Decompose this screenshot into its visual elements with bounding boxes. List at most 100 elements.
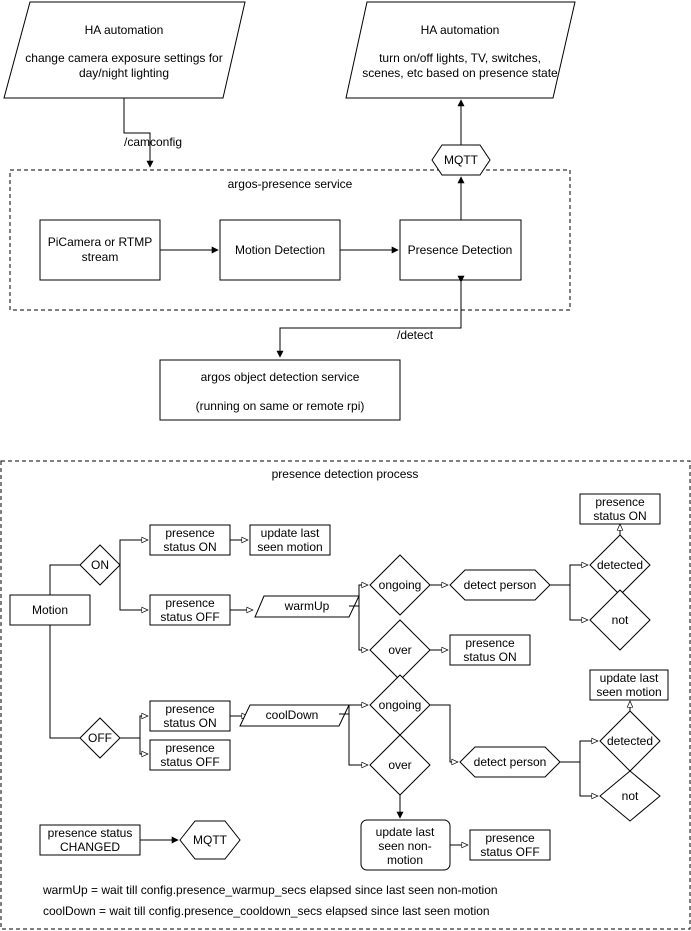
pres-on-3-line1: presence bbox=[165, 702, 215, 716]
off-label: OFF bbox=[88, 731, 112, 745]
detect-person-2-label: detect person bbox=[474, 755, 547, 769]
changed-line1: presence status bbox=[48, 826, 133, 840]
detect-person-1-node: detect person bbox=[449, 569, 551, 601]
ha-automation-lights-node: HA automation turn on/off lights, TV, sw… bbox=[345, 1, 576, 99]
off-decision: OFF bbox=[79, 717, 121, 759]
pres-on-1-line1: presence bbox=[165, 526, 215, 540]
mqtt-bottom-label: MQTT bbox=[193, 833, 228, 847]
motion-to-off-edge bbox=[49, 625, 80, 739]
picamera-line2: stream bbox=[82, 250, 119, 264]
presence-off-1-node: presence status OFF bbox=[149, 594, 231, 626]
detected-2-label: detected bbox=[607, 734, 653, 748]
mqtt-top-label: MQTT bbox=[444, 153, 479, 167]
pres-on-1-line2: status ON bbox=[163, 540, 216, 554]
update-2-line2: seen motion bbox=[596, 685, 661, 699]
presence-detection-label: Presence Detection bbox=[408, 243, 513, 257]
presence-on-3-node: presence status ON bbox=[149, 700, 231, 732]
pres-off-3-line1: presence bbox=[165, 741, 215, 755]
detected-1-decision: detected bbox=[589, 534, 651, 596]
object-service-line1: argos object detection service bbox=[201, 370, 360, 384]
off-to-pres-on-edge bbox=[120, 716, 148, 739]
motion-label: Motion bbox=[32, 603, 68, 617]
off-to-pres-off-edge bbox=[139, 738, 148, 754]
presence-on-2-node: presence status ON bbox=[449, 634, 531, 666]
pres-on-3-line2: status ON bbox=[163, 716, 216, 730]
on-to-pres-off-edge bbox=[119, 565, 148, 610]
camconfig-label: /camconfig bbox=[124, 135, 182, 149]
update-last-motion-2-node: update last seen motion bbox=[589, 669, 669, 701]
detect-to-detected-1-edge bbox=[550, 565, 588, 586]
over-2-decision: over bbox=[369, 734, 431, 796]
not-2-label: not bbox=[622, 789, 639, 803]
update-2-line1: update last bbox=[600, 671, 659, 685]
pres-off-final-line2: status OFF bbox=[480, 845, 539, 859]
object-detection-service-node: argos object detection service (running … bbox=[159, 359, 401, 421]
process-title: presence detection process bbox=[272, 467, 419, 481]
detect-to-not-2-edge bbox=[579, 762, 598, 796]
motion-node: Motion bbox=[9, 594, 91, 626]
motion-detection-label: Motion Detection bbox=[235, 243, 325, 257]
presence-off-3-node: presence status OFF bbox=[149, 739, 231, 771]
note-cooldown: coolDown = wait till config.presence_coo… bbox=[43, 904, 490, 918]
changed-line2: CHANGED bbox=[60, 840, 120, 854]
service-label: argos-presence service bbox=[228, 177, 353, 191]
cooldown-to-over-edge bbox=[348, 714, 368, 765]
ha-lights-title: HA automation bbox=[421, 23, 500, 37]
cooldown-to-ongoing-edge bbox=[339, 705, 368, 715]
on-to-pres-on-edge bbox=[119, 540, 148, 565]
pres-on-2-line2: status ON bbox=[463, 650, 516, 664]
not-1-decision: not bbox=[589, 589, 651, 651]
pres-off-final-line1: presence bbox=[485, 831, 535, 845]
over-1-label: over bbox=[388, 643, 411, 657]
picamera-node: PiCamera or RTMP stream bbox=[39, 219, 161, 281]
ongoing-to-detect-2-edge bbox=[430, 704, 458, 762]
ongoing-1-decision: ongoing bbox=[369, 554, 431, 616]
presence-detection-node: Presence Detection bbox=[399, 219, 522, 281]
presence-on-1-node: presence status ON bbox=[149, 524, 231, 556]
warmup-to-over-edge bbox=[358, 606, 368, 650]
presence-changed-node: presence status CHANGED bbox=[39, 824, 141, 856]
pres-off-1-line2: status OFF bbox=[160, 610, 219, 624]
ha-automation-camera-node: HA automation change camera exposure set… bbox=[3, 1, 246, 99]
update-1-line2: seen motion bbox=[257, 540, 322, 554]
detect-person-2-node: detect person bbox=[459, 746, 561, 778]
warmup-node: warmUp bbox=[254, 595, 360, 618]
mqtt-bottom-node: MQTT bbox=[179, 820, 241, 860]
mqtt-top-node: MQTT bbox=[431, 144, 491, 176]
update-nonmotion-line1: update last bbox=[376, 825, 435, 839]
detected-2-decision: detected bbox=[599, 710, 661, 772]
presence-on-top-node: presence status ON bbox=[579, 493, 661, 525]
pres-off-3-line2: status OFF bbox=[160, 755, 219, 769]
ha-camera-title: HA automation bbox=[85, 23, 164, 37]
presence-off-final-node: presence status OFF bbox=[469, 829, 551, 861]
ongoing-1-label: ongoing bbox=[379, 578, 422, 592]
update-1-line1: update last bbox=[261, 526, 320, 540]
cooldown-node: coolDown bbox=[239, 704, 350, 727]
ha-lights-line2: scenes, etc based on presence state bbox=[362, 66, 558, 80]
warmup-label: warmUp bbox=[284, 599, 330, 613]
ongoing-2-label: ongoing bbox=[379, 698, 422, 712]
ha-camera-line2: day/night lighting bbox=[79, 66, 169, 80]
ha-camera-line1: change camera exposure settings for bbox=[25, 51, 222, 65]
ongoing-2-decision: ongoing bbox=[369, 674, 431, 736]
camconfig-edge bbox=[123, 98, 154, 168]
detect-person-1-label: detect person bbox=[464, 578, 537, 592]
pres-on-2-line1: presence bbox=[465, 636, 515, 650]
warmup-to-ongoing-edge bbox=[349, 585, 368, 607]
update-last-nonmotion-node: update last seen non- motion bbox=[360, 819, 451, 871]
detect-label: /detect bbox=[397, 328, 434, 342]
motion-detection-node: Motion Detection bbox=[219, 219, 341, 281]
detect-to-not-1-edge bbox=[569, 585, 588, 620]
process-group bbox=[0, 460, 691, 930]
pres-on-top-line1: presence bbox=[595, 495, 645, 509]
detect-to-detected-2-edge bbox=[560, 741, 598, 763]
object-service-line2: (running on same or remote rpi) bbox=[196, 399, 365, 413]
note-warmup: warmUp = wait till config.presence_warmu… bbox=[42, 883, 498, 897]
update-last-motion-1-node: update last seen motion bbox=[249, 524, 331, 556]
update-nonmotion-line2: seen non- bbox=[378, 839, 431, 853]
update-nonmotion-line3: motion bbox=[387, 853, 423, 867]
picamera-line1: PiCamera or RTMP bbox=[48, 235, 152, 249]
detect-edge bbox=[276, 275, 465, 358]
ha-lights-line1: turn on/off lights, TV, switches, bbox=[379, 51, 541, 65]
pres-off-1-line1: presence bbox=[165, 596, 215, 610]
